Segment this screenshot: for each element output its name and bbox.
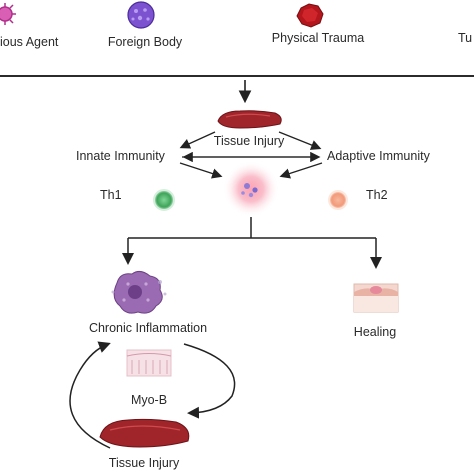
myofibroblast-tissue-icon bbox=[126, 349, 172, 377]
healing-skin-icon bbox=[353, 283, 399, 313]
innate-immunity-label: Innate Immunity bbox=[76, 149, 165, 163]
th2-cell-icon bbox=[328, 190, 348, 210]
tumor-label: Tu bbox=[458, 31, 473, 45]
physical-trauma-icon bbox=[296, 3, 324, 28]
inflammation-focus-icon bbox=[223, 161, 279, 217]
adaptive-immunity-label: Adaptive Immunity bbox=[327, 149, 430, 163]
foreign-body-label: Foreign Body bbox=[107, 35, 183, 49]
tissue-injury-top-icon bbox=[217, 110, 282, 129]
macrophage-icon bbox=[111, 270, 167, 314]
healing-label: Healing bbox=[353, 325, 397, 339]
causes-box bbox=[0, 0, 474, 77]
virus-icon bbox=[0, 3, 16, 25]
tissue-injury-top-label: Tissue Injury bbox=[213, 134, 285, 148]
myo-b-label: Myo-B bbox=[130, 393, 168, 407]
th2-label: Th2 bbox=[366, 188, 388, 202]
infectious-agent-label: ious Agent bbox=[0, 35, 59, 49]
chronic-inflammation-label: Chronic Inflammation bbox=[88, 321, 208, 335]
foreign-body-icon bbox=[127, 1, 155, 29]
th1-label: Th1 bbox=[100, 188, 122, 202]
tissue-injury-bottom-label: Tissue Injury bbox=[108, 456, 180, 470]
tissue-injury-bottom-icon bbox=[99, 418, 190, 448]
th1-cell-icon bbox=[153, 189, 175, 211]
physical-trauma-label: Physical Trauma bbox=[271, 31, 365, 45]
